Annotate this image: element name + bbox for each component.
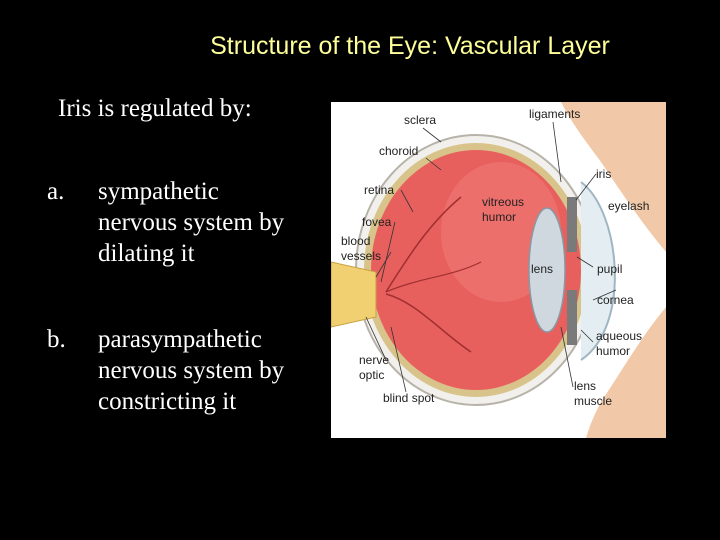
label-aqueous-2: humor [596, 344, 630, 358]
label-nerve-optic-2: optic [359, 368, 384, 382]
label-vitreous-2: humor [482, 210, 516, 224]
list-marker-b: b. [47, 326, 66, 353]
slide-title: Structure of the Eye: Vascular Layer [210, 32, 610, 60]
eye-diagram: sclera choroid retina fovea blood vessel… [331, 102, 666, 438]
blood-vessel-1 [385, 196, 462, 293]
upper-eyelid [561, 102, 666, 252]
list-marker-a: a. [47, 178, 65, 205]
item-b-line-1: parasympathetic [98, 326, 262, 353]
iris-shape-lower [567, 290, 577, 345]
label-ligaments: ligaments [529, 107, 580, 121]
leader-lines [365, 121, 617, 393]
label-lens-muscle-1: lens [574, 379, 596, 393]
label-pupil: pupil [597, 262, 622, 276]
lower-eyelid [586, 307, 666, 438]
eye-diagram-svg: sclera choroid retina fovea blood vessel… [331, 102, 666, 438]
item-b-line-3: constricting it [98, 388, 237, 415]
item-a-line-2: nervous system by [98, 209, 285, 236]
optic-nerve-shape [331, 261, 377, 328]
label-choroid: choroid [379, 144, 418, 158]
blood-vessel-3 [385, 261, 482, 293]
label-retina: retina [364, 183, 394, 197]
label-aqueous-1: aqueous [596, 329, 642, 343]
label-lens: lens [531, 262, 553, 276]
label-eyelash: eyelash [608, 199, 649, 213]
intro-text: Iris is regulated by: [58, 95, 252, 122]
label-blood-vessels-2: vessels [341, 249, 381, 263]
label-iris: iris [596, 167, 611, 181]
label-vitreous-1: vitreous [482, 195, 524, 209]
item-b-line-2: nervous system by [98, 357, 285, 384]
item-a-line-3: dilating it [98, 240, 195, 267]
blood-vessel-2 [385, 293, 472, 353]
label-lens-muscle-2: muscle [574, 394, 612, 408]
label-fovea: fovea [362, 215, 392, 229]
label-sclera: sclera [404, 113, 436, 127]
cornea-shape [580, 181, 616, 361]
iris-shape [567, 197, 577, 252]
label-cornea: cornea [597, 293, 634, 307]
label-nerve-optic-1: nerve [359, 353, 389, 367]
item-a-line-1: sympathetic [98, 178, 219, 205]
lens-shape [528, 207, 566, 333]
label-blind-spot: blind spot [383, 391, 435, 405]
label-blood-vessels-1: blood [341, 234, 370, 248]
